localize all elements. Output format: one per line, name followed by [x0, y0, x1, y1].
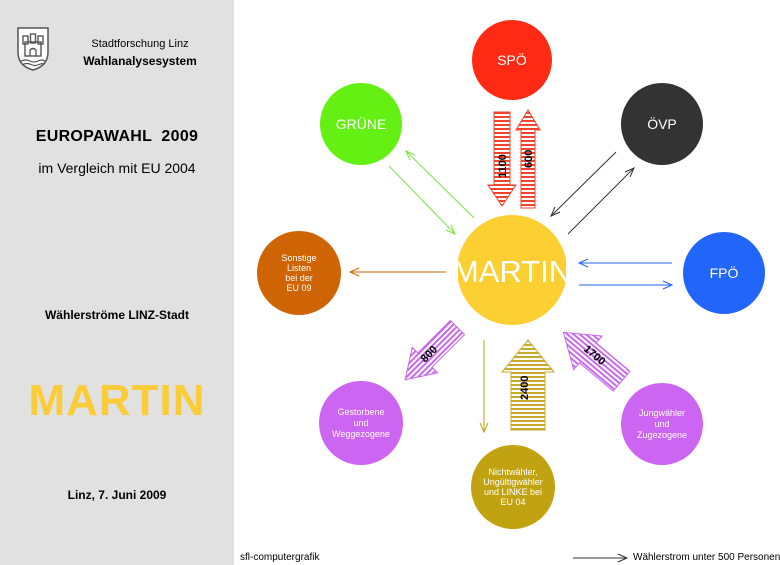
svg-text:Nichtwähler,: Nichtwähler, [488, 467, 537, 477]
svg-text:EU 04: EU 04 [500, 497, 525, 507]
sidebar: Stadtforschung Linz Wahlanalysesystem EU… [0, 0, 234, 565]
org-name: Stadtforschung Linz [91, 38, 189, 50]
svg-text:und: und [353, 418, 368, 428]
svg-text:Weggezogene: Weggezogene [332, 429, 390, 439]
flow-label-spoe-in: 1100 [497, 154, 509, 178]
svg-text:bei der: bei der [285, 273, 313, 283]
svg-text:GRÜNE: GRÜNE [336, 115, 387, 132]
svg-text:SPÖ: SPÖ [497, 51, 527, 68]
thin-flow-center-to-fpoe [579, 280, 674, 290]
node-nichtwaehler: Nichtwähler, Ungültigwähler und LINKE be… [471, 445, 555, 529]
svg-text:ÖVP: ÖVP [647, 115, 677, 132]
flow-label-spoe-out: 600 [523, 150, 535, 168]
node-gruene: GRÜNE [320, 83, 402, 165]
node-jungwaehler: Jungwähler und Zugezogene [621, 383, 703, 465]
svg-text:MARTIN: MARTIN [453, 254, 571, 289]
comparison-subtitle: im Vergleich mit EU 2004 [38, 160, 196, 176]
flow-label-nichtwaehler-in: 2400 [519, 376, 531, 400]
voter-flows-label: Wählerströme LINZ-Stadt [44, 308, 189, 322]
thin-flow-gruene-to-center [388, 165, 456, 235]
svg-text:Sonstige: Sonstige [281, 253, 316, 263]
thin-flow-center-to-nichtwaehler [479, 340, 489, 434]
svg-text:Gestorbene: Gestorbene [337, 407, 384, 417]
legend: Wählerstrom unter 500 Personen [573, 552, 780, 564]
node-fpoe: FPÖ [683, 232, 765, 314]
date-label: Linz, 7. Juni 2009 [67, 488, 167, 502]
svg-text:und: und [654, 419, 669, 429]
thin-flow-fpoe-to-center [577, 258, 672, 268]
hatched-arrow-spoe-to-center [487, 111, 517, 207]
linz-crest-icon [17, 27, 49, 71]
hatched-arrow-center-to-spoe [515, 109, 541, 209]
hatched-arrow-nichtwaehler-to-center [500, 339, 556, 431]
svg-text:Listen: Listen [287, 263, 311, 273]
thin-flow-center-to-gruene [405, 150, 475, 219]
svg-text:Jungwähler: Jungwähler [639, 408, 685, 418]
thin-flow-center-to-sonstige [348, 267, 446, 277]
hatched-arrow-jungwaehler-to-center [562, 331, 631, 392]
svg-text:und LINKE bei: und LINKE bei [484, 487, 542, 497]
candidate-name: MARTIN [28, 376, 206, 425]
svg-text:Ungültigwähler: Ungültigwähler [483, 477, 543, 487]
legend-label: Wählerstrom unter 500 Personen [633, 552, 780, 563]
system-name: Wahlanalysesystem [83, 54, 197, 68]
node-sonstige: Sonstige Listen bei der EU 09 [257, 231, 341, 315]
thin-flow-oevp-to-center [550, 151, 617, 217]
svg-text:Zugezogene: Zugezogene [637, 430, 687, 440]
legend-arrow-icon [573, 553, 629, 563]
hatched-arrow-center-to-gestorbene [404, 319, 466, 381]
svg-text:FPÖ: FPÖ [710, 264, 739, 281]
node-spoe: SPÖ [472, 20, 552, 100]
node-oevp: ÖVP [621, 83, 703, 165]
node-center-martin: MARTIN [453, 215, 571, 325]
election-title: EUROPAWAHL 2009 [35, 128, 199, 145]
credit-label: sfl-computergrafik [240, 552, 320, 563]
svg-text:EU 09: EU 09 [286, 283, 311, 293]
thin-flow-center-to-oevp [567, 167, 635, 235]
node-gestorbene: Gestorbene und Weggezogene [319, 381, 403, 465]
